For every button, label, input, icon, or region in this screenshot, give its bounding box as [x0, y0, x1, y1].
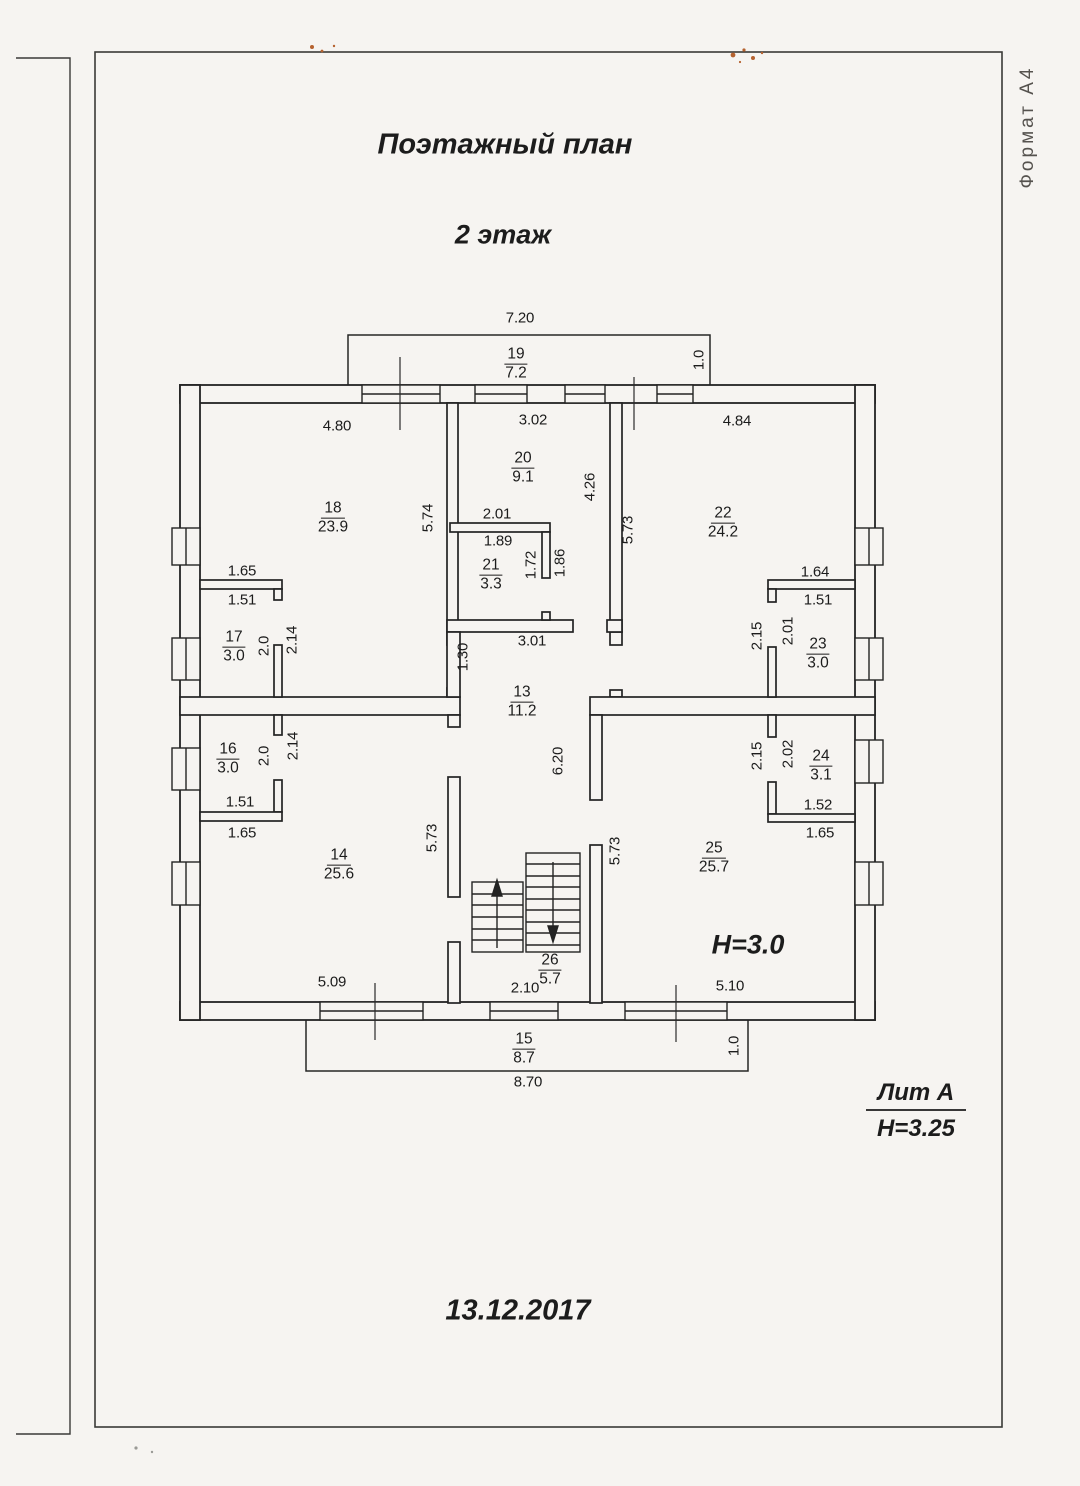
- dim-room22-width: 4.84: [722, 412, 752, 430]
- staircase: [471, 852, 581, 953]
- dim-room21-inner-width: 1.89: [483, 532, 513, 550]
- dim-room17-outer-height: 2.14: [283, 625, 301, 655]
- format-a4-label: Формат А4: [1017, 65, 1038, 189]
- bottom-balcony: [305, 1020, 749, 1072]
- room-label-25: 25 25.7: [698, 839, 730, 876]
- dim-room16-outer-width: 1.65: [227, 824, 257, 842]
- interior-walls: [179, 402, 876, 1004]
- dim-room14-height: 5.73: [423, 823, 441, 853]
- dim-room22-height: 5.73: [619, 515, 637, 545]
- dim-bottom-balcony-depth: 1.0: [725, 1035, 743, 1057]
- dim-room25-height: 5.73: [606, 836, 624, 866]
- room-label-23: 23 3.0: [806, 635, 830, 672]
- room-label-21: 21 3.3: [479, 556, 503, 593]
- date-stamp: 13.12.2017: [445, 1294, 591, 1327]
- dim-room24-outer-width: 1.65: [805, 824, 835, 842]
- dim-balcony-width: 7.20: [505, 309, 535, 327]
- dim-hall-pier: 1.30: [454, 642, 472, 672]
- dim-room25-width: 5.10: [715, 977, 745, 995]
- ceiling-height-label: Н=3.0: [711, 929, 785, 960]
- balcony-outlines: [305, 334, 749, 1072]
- room-label-13: 13 11.2: [507, 683, 537, 720]
- page-title: Поэтажный план: [377, 128, 633, 161]
- dim-hall-width: 3.01: [517, 632, 547, 650]
- dim-room17-inner-width: 1.51: [227, 591, 257, 609]
- dim-room24-inner-height: 2.02: [779, 739, 797, 769]
- dim-room23-inner-height: 2.01: [779, 616, 797, 646]
- dim-room16-inner-width: 1.51: [225, 793, 255, 811]
- room-label-24: 24 3.1: [809, 747, 833, 784]
- dim-room16-inner-height: 2.0: [255, 745, 273, 767]
- room-label-15: 15 8.7: [512, 1030, 536, 1067]
- room-label-19: 19 7.2: [504, 345, 528, 382]
- dim-room17-outer-width: 1.65: [227, 562, 257, 580]
- dim-room21-inner-height: 1.72: [522, 550, 540, 580]
- room-label-17: 17 3.0: [222, 628, 246, 665]
- dim-room23-outer-height: 2.15: [748, 621, 766, 651]
- floor-subtitle: 2 этаж: [454, 219, 552, 250]
- dim-bottom-balcony-width: 8.70: [513, 1073, 543, 1091]
- room-label-22: 22 24.2: [707, 504, 739, 541]
- room-label-14: 14 25.6: [323, 846, 355, 883]
- dim-room23-outer-width: 1.64: [800, 563, 830, 581]
- dim-room18-width: 4.80: [322, 417, 352, 435]
- dim-room14-width: 5.09: [317, 973, 347, 991]
- dim-room16-outer-height: 2.14: [284, 731, 302, 761]
- lit-name: Лит А: [877, 1079, 955, 1106]
- dim-hall-height: 6.20: [549, 746, 567, 776]
- room-label-16: 16 3.0: [216, 740, 240, 777]
- dim-stairs-width: 2.10: [510, 979, 540, 997]
- room-label-18: 18 23.9: [317, 499, 349, 536]
- dim-top-balcony-depth: 1.0: [690, 349, 708, 371]
- dim-room23-inner-width: 1.51: [803, 591, 833, 609]
- dim-room20-width: 3.02: [518, 411, 548, 429]
- dim-room24-outer-height: 2.15: [748, 741, 766, 771]
- sheet-frame: [16, 51, 1003, 1435]
- dim-room21-outer-width: 2.01: [482, 505, 512, 523]
- room-label-20: 20 9.1: [511, 449, 535, 486]
- scan-specks: [134, 44, 764, 1454]
- dim-room24-inner-width: 1.52: [803, 796, 833, 814]
- top-balcony: [347, 334, 711, 385]
- dim-room21-side-height: 1.86: [551, 548, 569, 578]
- lit-height: Н=3.25: [876, 1115, 956, 1142]
- dim-room17-inner-height: 2.0: [255, 635, 273, 657]
- room-label-26: 26 5.7: [538, 951, 562, 988]
- dim-room18-height: 5.74: [419, 503, 437, 533]
- dimension-ticks: [374, 357, 677, 1042]
- dim-room20-height: 4.26: [581, 472, 599, 502]
